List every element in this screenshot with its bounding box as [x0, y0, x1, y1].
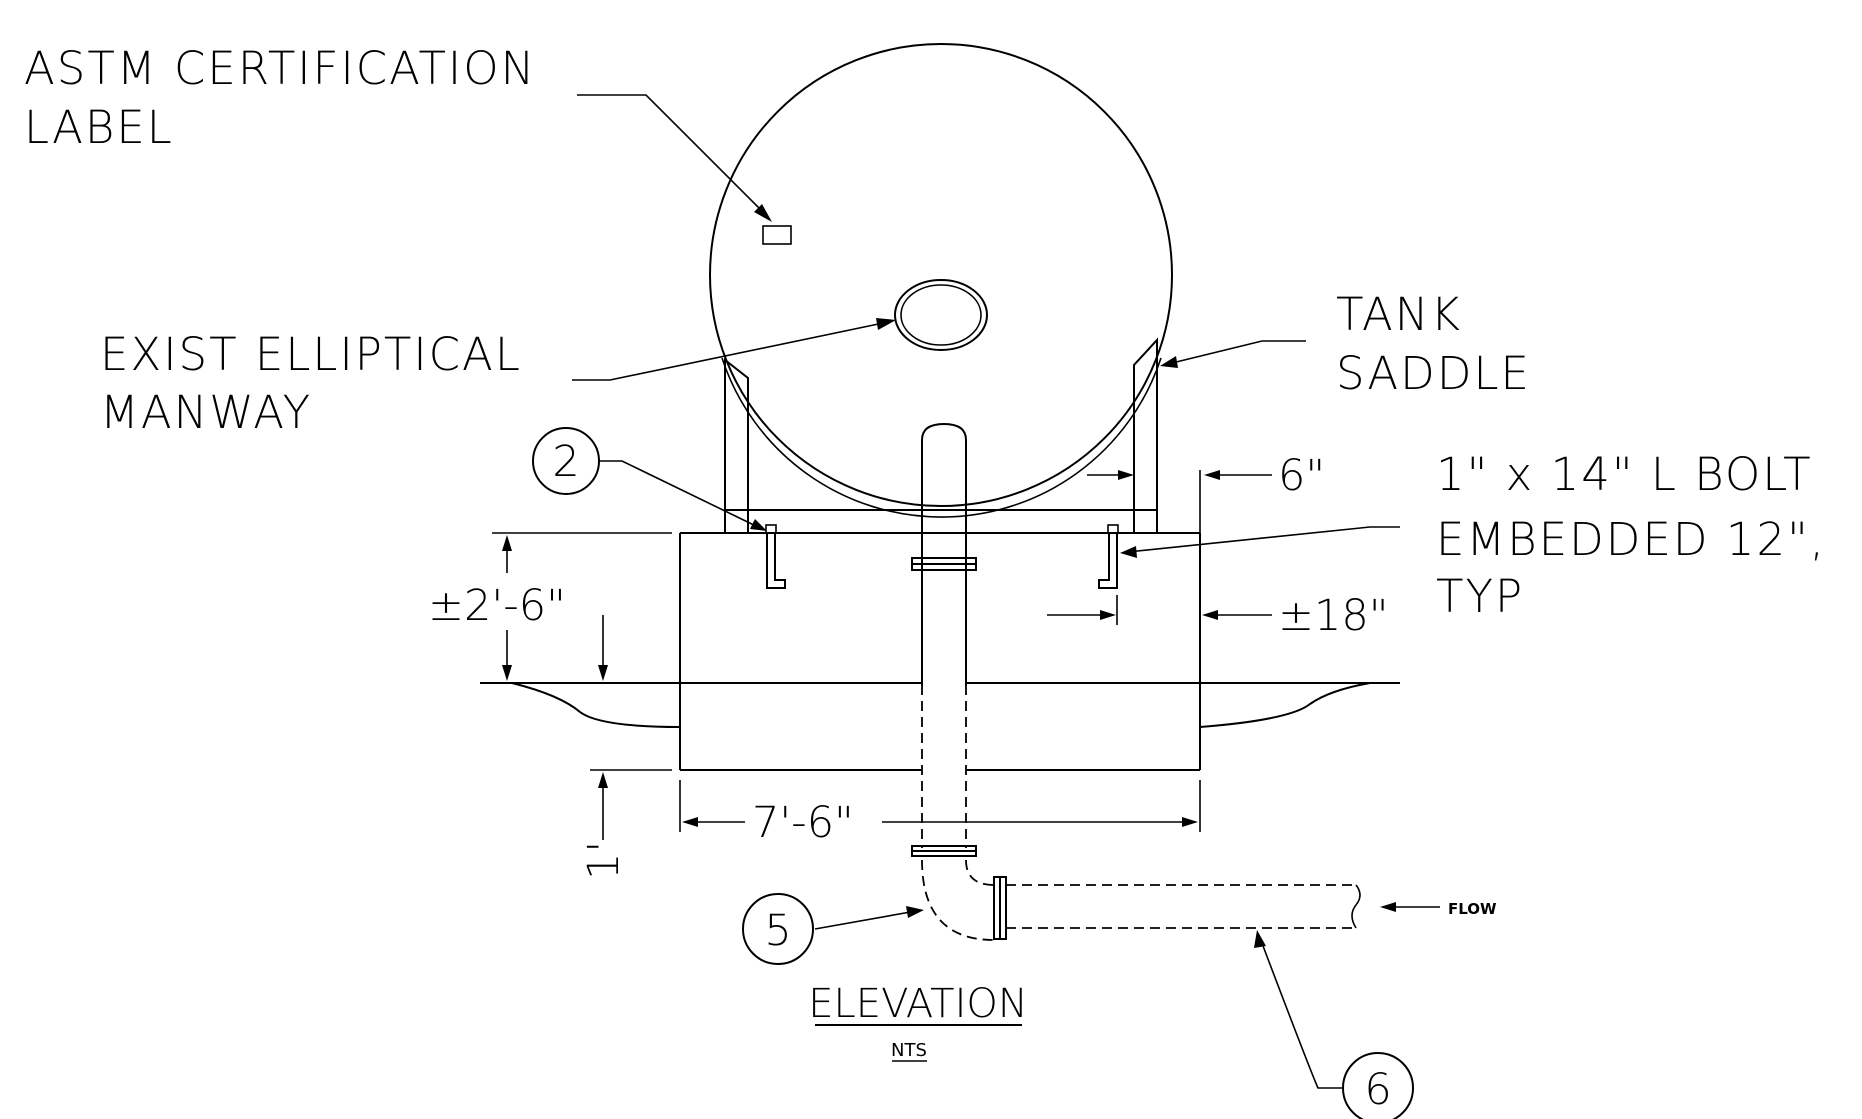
tank-saddle: [724, 337, 1158, 534]
manway-leader: [572, 321, 889, 381]
astm-leader: [577, 94, 767, 216]
callout-6-leader: [1259, 937, 1342, 1089]
bolt-label-line3: TYP: [1436, 570, 1524, 623]
astm-label-line1: ASTM CERTIFICATION: [24, 42, 536, 95]
astm-label-line2: LABEL: [24, 101, 174, 154]
lower-flange: [911, 845, 977, 857]
tank: [709, 43, 1173, 518]
bolt-label-line1: 1" x 14" L BOLT: [1436, 448, 1813, 501]
dim-slab-height: ±2'-6": [428, 532, 672, 681]
dim-slab-height-text: ±2'-6": [428, 581, 566, 631]
title-main: ELEVATION: [808, 981, 1028, 1027]
saddle-label-line1: TANK: [1336, 288, 1462, 341]
dim-saddle-width: 6": [1087, 451, 1325, 533]
bolt-label-line2: EMBEDDED 12",: [1436, 513, 1826, 566]
grade-line: [480, 682, 1400, 729]
callout-2-text: 2: [552, 437, 579, 487]
flow-label: FLOW: [1448, 900, 1497, 918]
bolt-leader: [1127, 526, 1400, 553]
dim-bolt-edge: ±18": [1047, 591, 1389, 641]
drawing-title: ELEVATION NTS: [808, 981, 1028, 1062]
manway-label-line1: EXIST ELLIPTICAL: [100, 328, 522, 381]
dim-slab-length: 7'-6": [679, 780, 1201, 848]
dim-below-grade: 1': [579, 769, 672, 880]
title-sub: NTS: [891, 1040, 927, 1061]
callout-6-text: 6: [1364, 1065, 1391, 1115]
callout-5-text: 5: [764, 906, 791, 956]
pipe-riser: [911, 422, 977, 848]
dim-bolt-edge-text: ±18": [1278, 591, 1389, 641]
saddle-leader: [1167, 340, 1306, 365]
manway-ellipse: [894, 279, 988, 351]
concrete-slab: [679, 532, 1201, 771]
pipe-elbow: [921, 859, 1007, 941]
flow-arrow: FLOW: [1380, 900, 1497, 918]
manway-label-line2: MANWAY: [100, 386, 312, 439]
saddle-label-line2: SADDLE: [1336, 347, 1531, 400]
callout-5-leader: [814, 910, 917, 930]
callout-6: 6: [1342, 1052, 1414, 1119]
anchor-bolt-right: [1098, 524, 1119, 589]
callout-5: 5: [742, 893, 814, 965]
callout-2: 2: [532, 427, 600, 495]
horizontal-pipe: [1006, 884, 1361, 929]
callout-2-leader: [599, 460, 761, 529]
anchor-bolt-left: [765, 524, 786, 589]
dim-below-grade-text: 1': [579, 841, 629, 880]
dim-slab-length-text: 7'-6": [752, 798, 854, 848]
astm-label-box: [762, 225, 792, 245]
dim-saddle-width-text: 6": [1278, 451, 1325, 501]
